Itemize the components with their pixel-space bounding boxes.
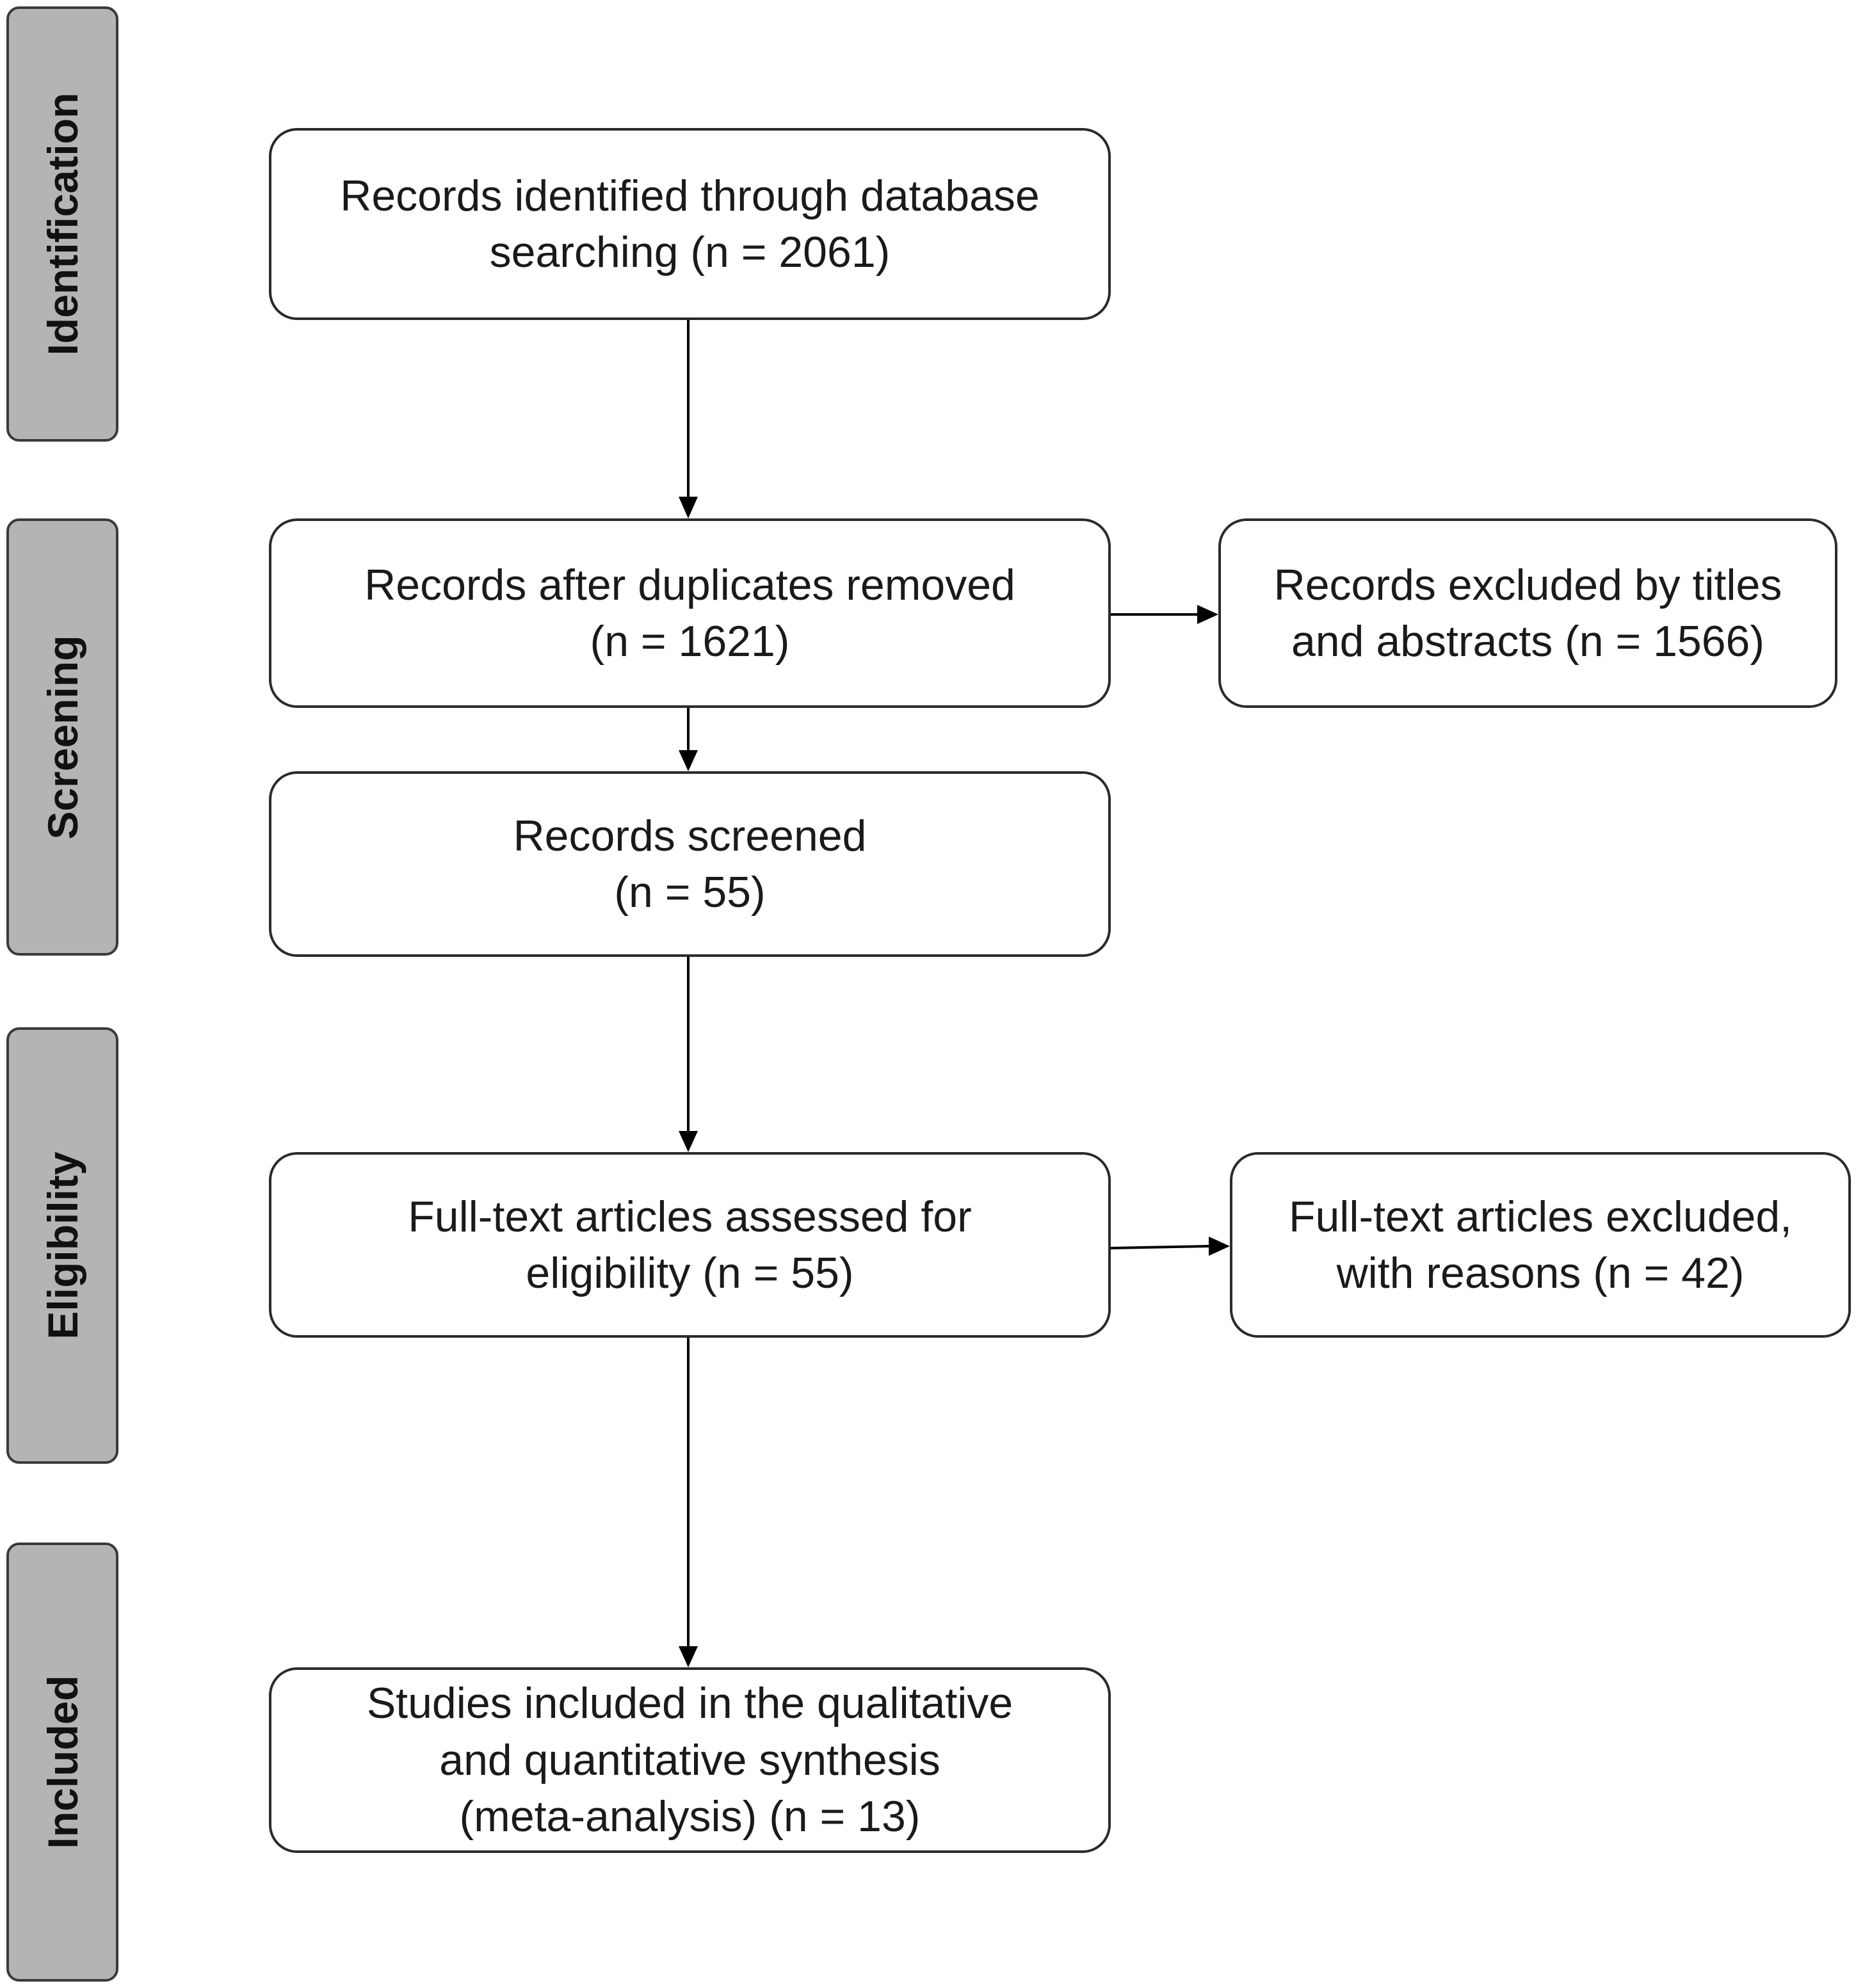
fulltext-assessed-box: Full-text articles assessed for eligibil… bbox=[269, 1152, 1111, 1338]
after-duplicates-line: (n = 1621) bbox=[590, 617, 790, 666]
fulltext-excluded-line: Full-text articles excluded, bbox=[1288, 1192, 1793, 1241]
records-identified-text: Records identified through database sear… bbox=[340, 168, 1040, 281]
records-screened-line: (n = 55) bbox=[614, 868, 766, 917]
arrowhead bbox=[1197, 605, 1218, 624]
excluded-titles-text: Records excluded by titles and abstracts… bbox=[1274, 557, 1782, 670]
fulltext-assessed-line: eligibility (n = 55) bbox=[526, 1249, 854, 1297]
arrowhead bbox=[1209, 1237, 1230, 1256]
records-identified-line: Records identified through database bbox=[340, 171, 1040, 220]
arrowhead bbox=[679, 497, 698, 518]
after-duplicates-line: Records after duplicates removed bbox=[364, 560, 1015, 609]
phase-identification: Identification bbox=[6, 6, 118, 442]
after-duplicates-text: Records after duplicates removed (n = 16… bbox=[364, 557, 1015, 670]
included-studies-line: and quantitative synthesis bbox=[439, 1735, 940, 1784]
included-studies-line: Studies included in the qualitative bbox=[366, 1679, 1013, 1728]
arrowhead bbox=[679, 1646, 698, 1667]
phase-screening: Screening bbox=[6, 518, 118, 956]
fulltext-excluded-line: with reasons (n = 42) bbox=[1336, 1249, 1745, 1297]
phase-included: Included bbox=[6, 1543, 118, 1982]
fulltext-excluded-text: Full-text articles excluded, with reason… bbox=[1289, 1189, 1792, 1302]
arrow-assessed-to-excluded bbox=[1110, 1245, 1209, 1249]
included-studies-line: (meta-analysis) (n = 13) bbox=[459, 1792, 921, 1841]
records-identified-box: Records identified through database sear… bbox=[269, 128, 1111, 320]
fulltext-excluded-box: Full-text articles excluded, with reason… bbox=[1230, 1152, 1851, 1338]
included-studies-text: Studies included in the qualitative and … bbox=[367, 1675, 1013, 1845]
after-duplicates-box: Records after duplicates removed (n = 16… bbox=[269, 518, 1111, 708]
phase-eligibility: Eligibility bbox=[6, 1027, 118, 1464]
excluded-titles-line: and abstracts (n = 1566) bbox=[1291, 617, 1764, 666]
fulltext-assessed-line: Full-text articles assessed for bbox=[408, 1192, 972, 1241]
records-screened-box: Records screened (n = 55) bbox=[269, 771, 1111, 957]
arrowhead bbox=[679, 1131, 698, 1152]
included-studies-box: Studies included in the qualitative and … bbox=[269, 1667, 1111, 1853]
records-identified-line: searching (n = 2061) bbox=[489, 228, 891, 277]
excluded-titles-line: Records excluded by titles bbox=[1273, 560, 1782, 609]
records-screened-line: Records screened bbox=[513, 811, 867, 860]
fulltext-assessed-text: Full-text articles assessed for eligibil… bbox=[408, 1189, 972, 1302]
arrowhead bbox=[679, 750, 698, 771]
records-screened-text: Records screened (n = 55) bbox=[513, 808, 867, 921]
excluded-titles-box: Records excluded by titles and abstracts… bbox=[1218, 518, 1837, 708]
